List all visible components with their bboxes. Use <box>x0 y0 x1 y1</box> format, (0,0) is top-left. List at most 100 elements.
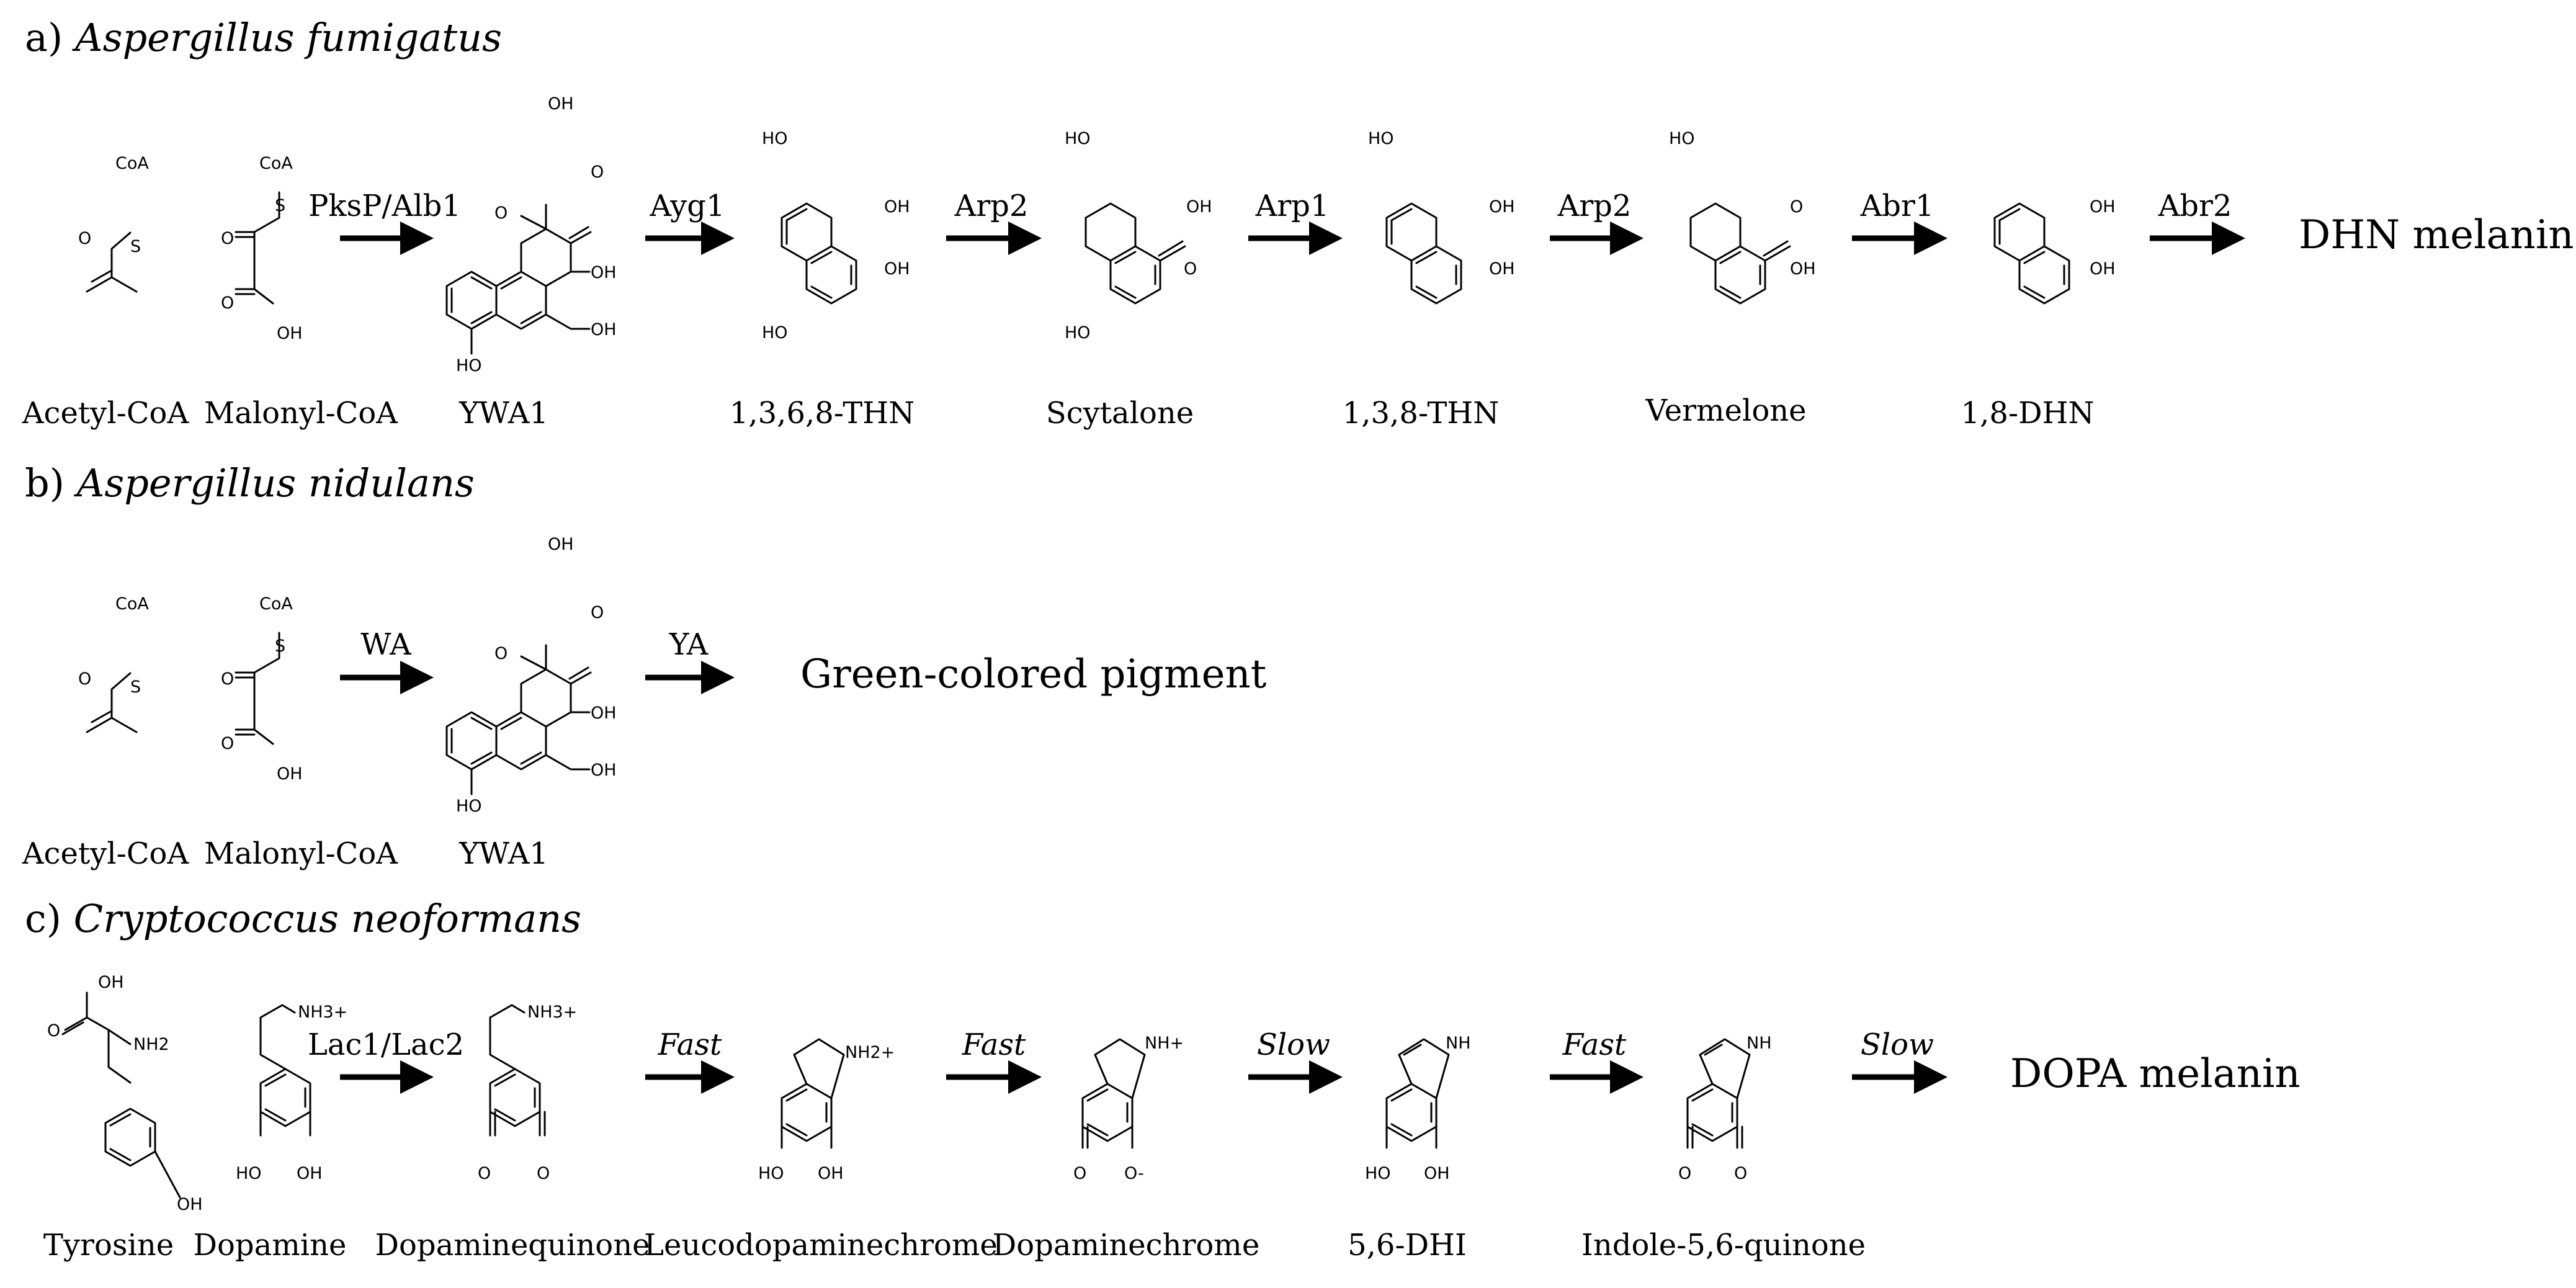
svg-text:S: S <box>275 637 285 656</box>
svg-text:O: O <box>494 644 508 663</box>
svg-text:Leucodopaminechrome: Leucodopaminechrome <box>644 1228 998 1263</box>
svg-text:O: O <box>1678 1164 1691 1183</box>
svg-text:OH: OH <box>1424 1164 1450 1183</box>
svg-text:O: O <box>591 603 604 622</box>
svg-text:PksP/Alb1: PksP/Alb1 <box>308 189 461 223</box>
svg-text:OH: OH <box>98 973 124 992</box>
svg-text:HO: HO <box>762 129 788 148</box>
svg-text:NH2: NH2 <box>133 1035 169 1054</box>
svg-text:5,6-DHI: 5,6-DHI <box>1348 1228 1467 1263</box>
panel-a-compound-names: Acetyl-CoA Malonyl-CoA YWA1 1,3,6,8-THN … <box>22 393 2095 431</box>
svg-text:OH: OH <box>884 197 910 217</box>
svg-text:O: O <box>78 669 91 689</box>
svg-text:OH: OH <box>1489 259 1515 279</box>
dhn-18-structure: OH OH <box>1993 197 2116 305</box>
svg-text:HO: HO <box>456 797 482 816</box>
svg-text:OH: OH <box>591 761 617 780</box>
svg-text:NH3+: NH3+ <box>298 1003 347 1022</box>
svg-text:CoA: CoA <box>259 154 293 173</box>
svg-text:O-: O- <box>1124 1164 1144 1183</box>
svg-text:Malonyl-CoA: Malonyl-CoA <box>204 396 398 431</box>
svg-text:Tyrosine: Tyrosine <box>43 1228 174 1263</box>
svg-text:O: O <box>221 293 234 313</box>
svg-text:O: O <box>221 229 234 248</box>
svg-text:NH: NH <box>1446 1034 1471 1053</box>
malonyl-coa-structure: CoA S O O OH <box>221 154 303 343</box>
svg-text:Acetyl-CoA: Acetyl-CoA <box>22 836 190 871</box>
svg-text:Abr1: Abr1 <box>1860 189 1934 223</box>
svg-text:HO: HO <box>1065 323 1091 342</box>
svg-text:NH3+: NH3+ <box>527 1003 577 1022</box>
svg-text:OH: OH <box>818 1164 844 1183</box>
svg-text:O: O <box>78 229 91 248</box>
svg-text:O: O <box>1073 1164 1086 1183</box>
svg-text:Ayg1: Ayg1 <box>649 189 725 223</box>
svg-text:1,8-DHN: 1,8-DHN <box>1961 396 2095 431</box>
panel-b-compound-names: Acetyl-CoA Malonyl-CoA YWA1 <box>22 836 548 871</box>
svg-text:HO: HO <box>758 1164 784 1183</box>
svg-text:Indole-5,6-quinone: Indole-5,6-quinone <box>1581 1228 1866 1263</box>
svg-text:Fast: Fast <box>658 1027 722 1062</box>
svg-text:OH: OH <box>297 1164 323 1183</box>
svg-text:Arp2: Arp2 <box>954 189 1029 223</box>
product-dopa-melanin: DOPA melanin <box>2010 1051 2301 1097</box>
svg-text:Dopaminequinone: Dopaminequinone <box>375 1228 650 1263</box>
svg-text:Vermelone: Vermelone <box>1645 393 1806 428</box>
svg-text:Dopaminechrome: Dopaminechrome <box>993 1228 1259 1263</box>
dopaminechrome-structure: NH+ O O- <box>1073 1034 1184 1183</box>
panel-c-compound-names: Tyrosine Dopamine Dopaminequinone Leucod… <box>43 1228 1866 1263</box>
svg-text:OH: OH <box>177 1195 203 1214</box>
svg-text:OH: OH <box>1790 259 1816 279</box>
svg-text:HO: HO <box>1669 129 1695 148</box>
svg-text:HO: HO <box>456 356 482 375</box>
svg-text:S: S <box>275 196 285 215</box>
svg-text:NH: NH <box>1746 1034 1772 1053</box>
svg-text:OH: OH <box>277 764 303 784</box>
svg-text:YWA1: YWA1 <box>458 836 548 871</box>
svg-text:S: S <box>130 678 141 697</box>
svg-text:HO: HO <box>236 1164 262 1183</box>
svg-text:OH: OH <box>884 259 910 279</box>
svg-text:Arp1: Arp1 <box>1255 189 1330 223</box>
svg-text:O: O <box>47 1021 60 1040</box>
svg-text:Scytalone: Scytalone <box>1046 396 1194 431</box>
panel-b-title: b) Aspergillus nidulans <box>25 460 475 506</box>
svg-text:Lac1/Lac2: Lac1/Lac2 <box>308 1027 464 1062</box>
svg-text:O: O <box>494 203 508 223</box>
svg-text:NH2+: NH2+ <box>845 1043 895 1062</box>
svg-text:HO: HO <box>1065 129 1091 148</box>
svg-text:Dopamine: Dopamine <box>194 1228 347 1263</box>
svg-text:YWA1: YWA1 <box>458 396 548 431</box>
svg-text:YA: YA <box>669 627 709 662</box>
indole-quinone-structure: NH O O <box>1678 1034 1772 1183</box>
svg-text:OH: OH <box>1489 197 1515 217</box>
svg-text:OH: OH <box>2090 197 2116 217</box>
svg-text:OH: OH <box>591 704 617 723</box>
svg-text:NH+: NH+ <box>1145 1034 1184 1053</box>
svg-text:Arp2: Arp2 <box>1557 189 1632 223</box>
svg-text:Acetyl-CoA: Acetyl-CoA <box>22 396 190 431</box>
svg-text:OH: OH <box>591 320 617 339</box>
svg-text:Fast: Fast <box>962 1027 1026 1062</box>
svg-text:OH: OH <box>277 324 303 343</box>
svg-text:Malonyl-CoA: Malonyl-CoA <box>204 836 398 871</box>
svg-text:O: O <box>1184 259 1197 279</box>
svg-text:WA: WA <box>360 627 412 662</box>
svg-text:OH: OH <box>2090 259 2116 279</box>
svg-text:O: O <box>1734 1164 1747 1183</box>
svg-text:O: O <box>221 734 234 753</box>
svg-text:OH: OH <box>1186 197 1212 217</box>
scytalone-structure: HO OH O HO <box>1065 129 1212 342</box>
panel-a-title: a) Aspergillus fumigatus <box>25 15 502 60</box>
svg-text:1,3,6,8-THN: 1,3,6,8-THN <box>730 396 915 431</box>
